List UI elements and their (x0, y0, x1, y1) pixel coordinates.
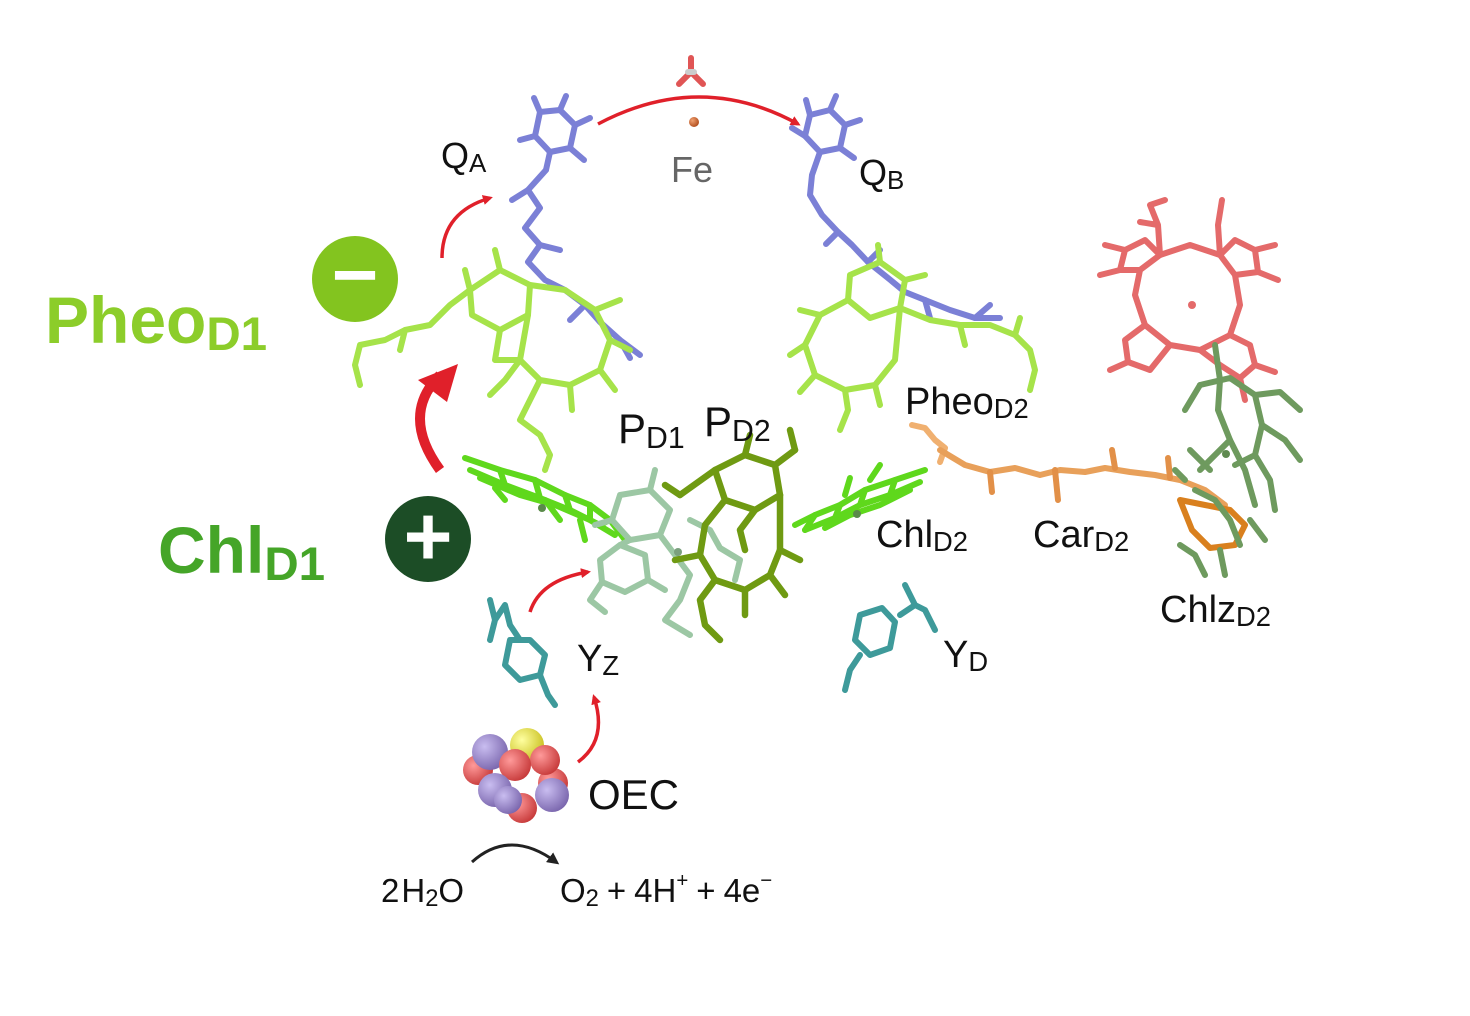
oec-to-yz-arrow (576, 694, 601, 764)
pheo-d2-label: PheoD2 (905, 381, 1029, 425)
oec-cluster (463, 728, 569, 823)
heme-molecule (1097, 197, 1281, 403)
reaction-products: O2+4H++4e− (560, 868, 773, 912)
fe-label: Fe (671, 149, 714, 190)
yd-label: YD (943, 634, 989, 678)
mg-atom (538, 504, 546, 512)
qb-label: QB (859, 152, 905, 195)
chl-to-pheo-arrowhead (418, 364, 458, 402)
qa-quinone-molecule (509, 93, 643, 361)
chl-d2-label: ChlD2 (876, 514, 969, 558)
pheo-to-qa-arrow (440, 195, 493, 259)
pheo-d1-label: PheoD1 (45, 283, 268, 362)
yz-label: YZ (577, 638, 620, 682)
iron-atom (689, 117, 699, 127)
pheo-d2-molecule (787, 242, 1038, 433)
carotenoid-d2-molecule (909, 422, 1248, 551)
chl-d1-label: ChlD1 (158, 513, 326, 592)
chlz-magnesium-atom (1222, 450, 1230, 458)
oec-label: OEC (588, 771, 680, 818)
minus-charge-icon: − (312, 235, 398, 322)
yd-tyrosine-molecule (842, 582, 938, 693)
plus-charge-icon: + (385, 494, 471, 582)
qa-label: QA (441, 135, 487, 178)
mg-atom (853, 510, 861, 518)
water-oxidation-arrow (471, 843, 560, 865)
chlz-d2-label: ChlzD2 (1160, 589, 1272, 633)
yz-tyrosine-molecule (487, 597, 558, 708)
bicarbonate-molecule (676, 55, 706, 87)
fe-transfer-arrow (597, 95, 801, 126)
pd2-label: PD2 (704, 398, 771, 448)
car-d2-label: CarD2 (1033, 514, 1130, 558)
water-reactant: 2H2O (381, 872, 465, 912)
qb-quinone-molecule (789, 93, 1003, 321)
pd1-label: PD1 (618, 405, 685, 455)
chlz-d2-molecule (1172, 342, 1303, 578)
mg-atom (674, 548, 682, 556)
pd2-molecule (661, 426, 804, 644)
pheo-d1-molecule (352, 247, 633, 473)
heme-iron-atom (1188, 301, 1196, 309)
chl-d2-molecule (792, 462, 928, 533)
pd1-molecule (587, 467, 743, 638)
yz-to-p-arrow (528, 568, 591, 613)
